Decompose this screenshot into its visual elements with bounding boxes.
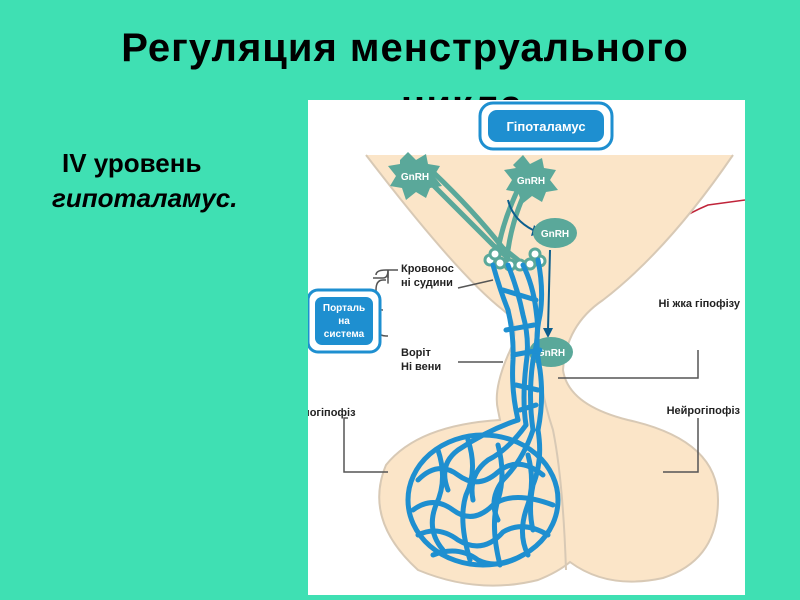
portal-system-line-1: Порталь xyxy=(323,303,365,314)
portal-system-line-3: система xyxy=(324,329,365,340)
level-heading: IV уровень xyxy=(62,148,202,178)
gnrh-neuron-2: GnRH xyxy=(504,155,558,204)
arrow-gnrh-descend-head xyxy=(543,328,553,338)
title-line-1: Регуляция менструального xyxy=(121,26,689,70)
tissue-outline xyxy=(365,154,734,587)
arrow-gnrh-descend xyxy=(547,249,551,331)
hypothalamus-label: Гіпоталамус xyxy=(506,119,585,134)
diagram-svg: GnRH GnRH GnRH GnRH xyxy=(308,101,745,587)
gnrh-neuron-1: GnRH xyxy=(388,152,442,200)
capillaries-label-line-2: ні судини xyxy=(401,277,453,289)
portal-veins-label-line-2: Нi вени xyxy=(401,361,441,373)
leader-lines xyxy=(343,269,699,473)
organ-name: гипоталамус. xyxy=(52,183,238,213)
portal-veins-label-line-1: Ворiт xyxy=(401,347,431,359)
neurohypophysis-label: Нейрогіпофіз xyxy=(667,405,741,417)
hypothalamus-badge: Гіпоталамус xyxy=(478,101,614,151)
gnrh-label-4: GnRH xyxy=(537,348,565,359)
adenohypophysis-label: Аденогіпофіз xyxy=(308,407,356,419)
capillaries-label-line-1: Кровонос xyxy=(401,263,454,275)
gnrh-label-1: GnRH xyxy=(401,172,429,183)
arrow-gnrh-release xyxy=(507,199,534,231)
portal-system-badge: Порталь на система xyxy=(308,288,382,354)
capillary-plexus xyxy=(405,432,561,568)
gnrh-label-2: GnRH xyxy=(517,176,545,187)
gnrh-blob-1: GnRH xyxy=(533,218,577,248)
portal-system-line-2: на xyxy=(338,316,350,327)
pituitary-stalk-label: Ні жка гіпофізу xyxy=(658,298,740,310)
pituitary-diagram: GnRH GnRH GnRH GnRH xyxy=(308,100,745,595)
gnrh-label-3: GnRH xyxy=(541,229,569,240)
